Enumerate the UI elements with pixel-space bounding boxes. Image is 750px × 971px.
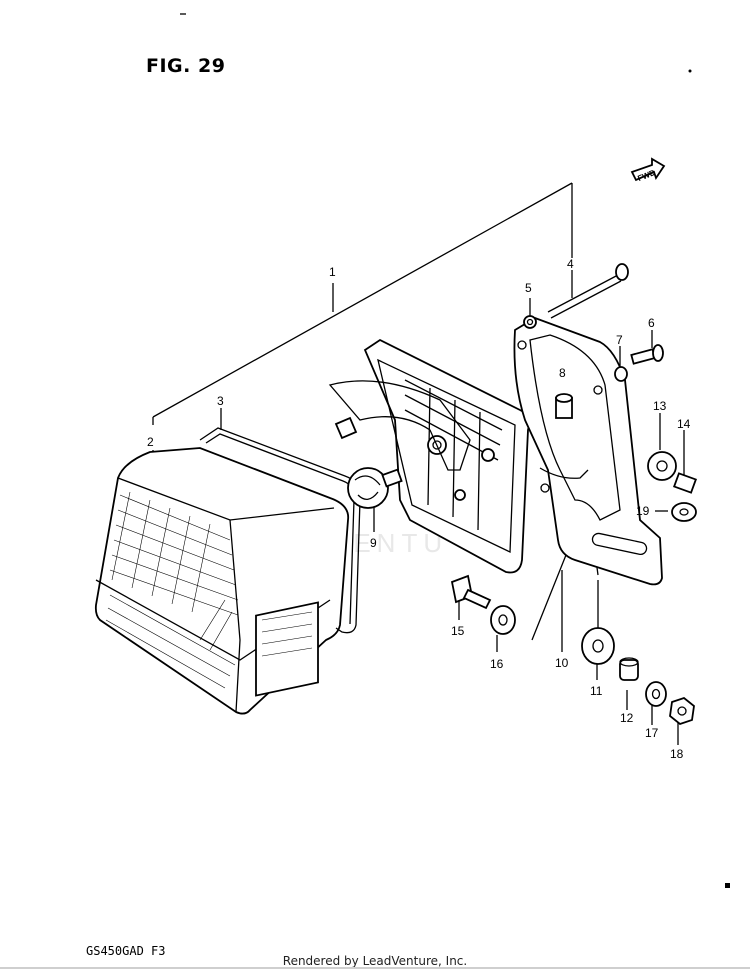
figure-title: FIG. 29: [146, 55, 226, 77]
callout-2: 2: [147, 435, 154, 449]
callout-14: 14: [677, 417, 691, 431]
model-code: GS450GAD F3: [86, 944, 166, 958]
part-5-washer: [523, 315, 537, 329]
scan-square: [725, 883, 730, 888]
part-8-spacer: [555, 393, 573, 419]
watermark: VENTU: [330, 528, 448, 558]
part-11-grommet: [581, 627, 615, 665]
callout-7: 7: [616, 333, 623, 347]
part-14-collar: [672, 472, 698, 494]
callout-11: 11: [590, 684, 603, 698]
scan-dot: [688, 69, 692, 73]
callout-5: 5: [525, 281, 532, 295]
part-2-lens: [94, 447, 350, 715]
callout-12: 12: [620, 711, 634, 725]
assembly-bracket-lines: [152, 182, 573, 425]
part-17-washer: [645, 681, 667, 707]
callout-3: 3: [217, 394, 224, 408]
callout-labels: 1 2 3 4 5 6 7 8 9 10 11 12 13 14 15 16 1…: [147, 257, 691, 761]
part-housing: [328, 338, 530, 574]
part-19-nut: [671, 502, 697, 522]
callout-13: 13: [653, 399, 667, 413]
part-13-grommet: [647, 451, 677, 481]
callout-1: 1: [329, 265, 336, 279]
callout-9: 9: [370, 536, 377, 550]
callout-16: 16: [490, 657, 504, 671]
callout-4: 4: [567, 257, 574, 271]
callout-19: 19: [636, 504, 650, 518]
part-15-bolt: [450, 574, 492, 610]
part-7-washer: [614, 366, 628, 382]
part-12-collar: [619, 657, 639, 681]
part-18-nut: [669, 696, 695, 726]
part-10-bracket: [513, 317, 663, 586]
callout-8: 8: [559, 366, 566, 380]
callout-15: 15: [451, 624, 465, 638]
callout-18: 18: [670, 747, 684, 761]
footer-credit: Rendered by LeadVenture, Inc.: [282, 954, 468, 968]
callout-10: 10: [555, 656, 569, 670]
part-6-screw: [630, 344, 664, 365]
part-4-long-bolt: [547, 263, 629, 319]
part-9-bulb: [334, 416, 403, 509]
callout-6: 6: [648, 316, 655, 330]
part-16-washer: [490, 605, 516, 635]
callout-17: 17: [645, 726, 659, 740]
footer-divider: [0, 967, 750, 969]
fwd-arrow-icon: FWD: [630, 157, 666, 183]
